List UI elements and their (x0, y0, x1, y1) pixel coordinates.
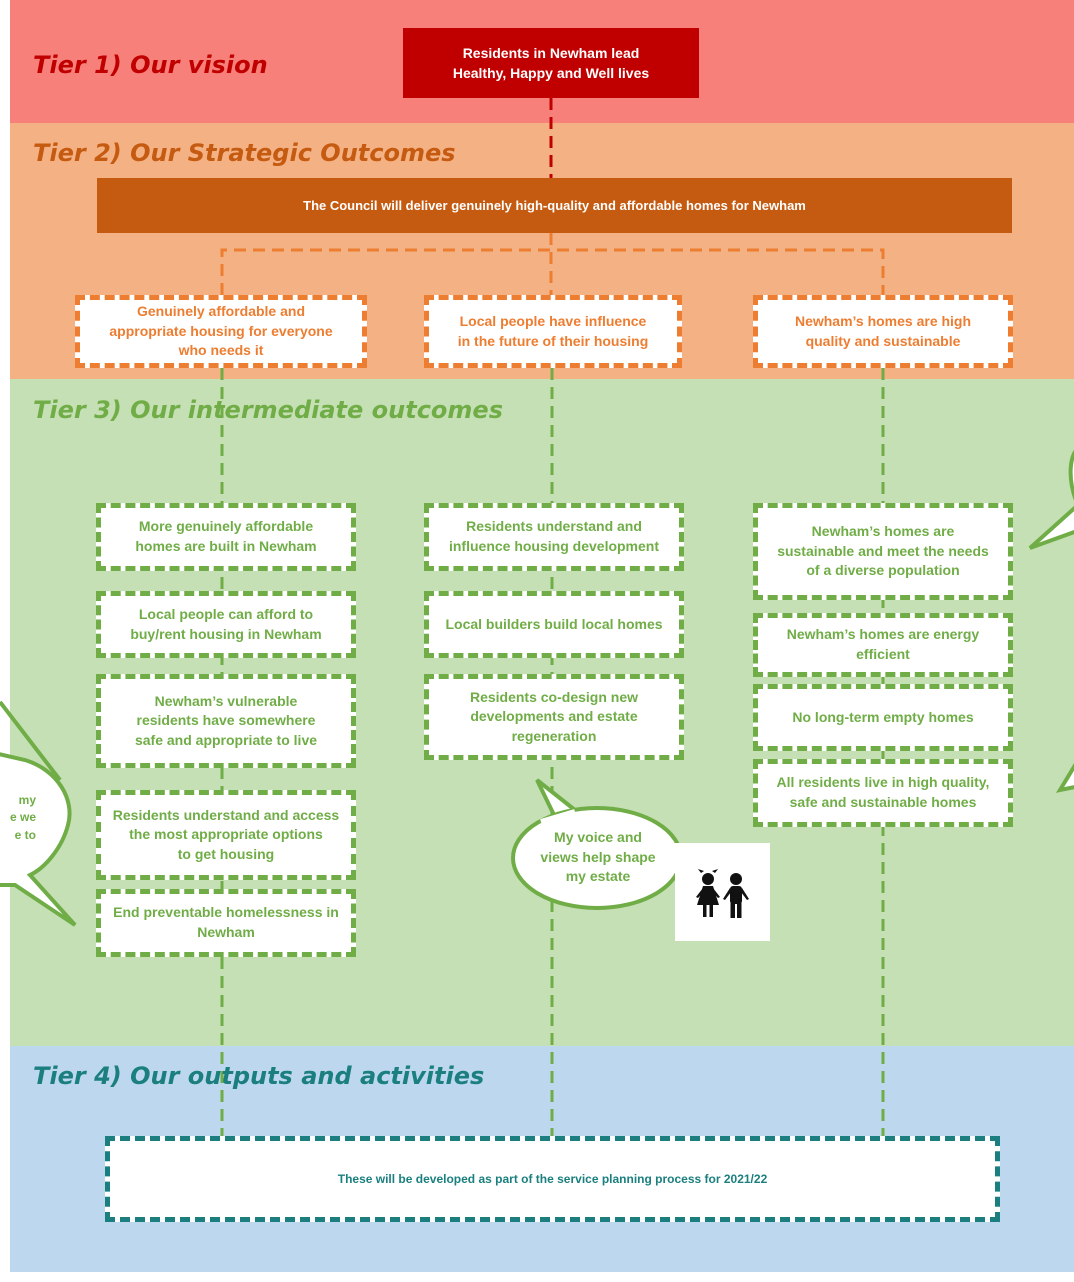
tier1-title: Tier 1) Our vision (33, 51, 268, 79)
left-bubble-text: my e we e to (0, 792, 36, 844)
center-bubble-tail (535, 778, 582, 818)
box-line: Residents understand and (466, 518, 642, 535)
tier3-col2-box-2: Local builders build local homes (424, 591, 684, 658)
tier3-col3-box-4: All residents live in high quality, safe… (753, 759, 1013, 827)
box-line: Local builders build local homes (445, 615, 663, 632)
box-line: residents have somewhere (136, 712, 316, 729)
center-bubble-text: My voice and views help shape my estate (528, 828, 668, 887)
tier3-col1-box-3: Newham’s vulnerable residents have somew… (96, 674, 356, 768)
tier4-text: These will be developed as part of the s… (337, 1171, 768, 1186)
tier2-title: Tier 2) Our Strategic Outcomes (33, 139, 456, 167)
box-line: safe and appropriate to live (134, 731, 318, 748)
box-line: sustainable and meet the needs (777, 542, 989, 559)
box-line: Newham’s homes are energy (786, 626, 980, 643)
bubble-line: my (18, 793, 36, 807)
box-line: of a diverse population (806, 562, 960, 579)
bubble-line: e to (14, 827, 36, 842)
box-line: who needs it (178, 342, 264, 359)
box-line: regeneration (511, 727, 597, 744)
box-line: the most appropriate options (129, 826, 323, 843)
bubble-line: e we (9, 810, 36, 825)
box-line: appropriate housing for everyone (109, 322, 333, 339)
children-icon (675, 843, 770, 941)
tier4-title: Tier 4) Our outputs and activities (33, 1062, 485, 1090)
tier2-box-high-quality-homes: Newham’s homes are high quality and sust… (753, 295, 1013, 368)
box-line: End preventable homelessness in (113, 904, 339, 921)
tier3-col2-box-3: Residents co-design new developments and… (424, 674, 684, 760)
box-line: influence housing development (448, 538, 660, 554)
box-line: Residents co-design new (469, 688, 639, 705)
bubble-line: my estate (565, 868, 631, 885)
box-line: to get housing (177, 845, 275, 862)
tier3-col3-box-1: Newham’s homes are sustainable and meet … (753, 503, 1013, 600)
tier3-col1-box-2: Local people can afford to buy/rent hous… (96, 591, 356, 658)
box-line: homes are built in Newham (135, 538, 317, 554)
tier3-col3-box-2: Newham’s homes are energy efficient (753, 613, 1013, 677)
box-line: Genuinely affordable and (136, 303, 305, 320)
left-speech-bubble (0, 752, 77, 927)
box-line: buy/rent housing in Newham (130, 625, 322, 642)
tier2-box-local-influence: Local people have influence in the futur… (424, 295, 682, 368)
box-line: Local people can afford to (138, 605, 314, 622)
box-line: Local people have influence (459, 312, 647, 329)
right-top-speech-bubble (1028, 450, 1074, 550)
box-line: All residents live in high quality, (776, 774, 990, 791)
box-line: Newham’s homes are (811, 523, 955, 540)
right-mid-speech-bubble (1055, 763, 1074, 793)
box-line: developments and estate (470, 708, 638, 725)
box-line: Newham’s vulnerable (154, 692, 298, 709)
box-line: Newham (197, 924, 255, 940)
vision-line-1: Residents in Newham lead (462, 44, 640, 61)
box-line: quality and sustainable (805, 332, 961, 349)
tier4-service-planning-box: These will be developed as part of the s… (105, 1136, 1000, 1222)
tier3-col2-box-1: Residents understand and influence housi… (424, 503, 684, 571)
bubble-line: My voice and (554, 829, 642, 845)
tier3-title: Tier 3) Our intermediate outcomes (33, 396, 503, 424)
box-line: in the future of their housing (457, 332, 649, 349)
tier3-col1-box-1: More genuinely affordable homes are buil… (96, 503, 356, 571)
vision-box: Residents in Newham lead Healthy, Happy … (403, 28, 699, 98)
box-line: No long-term empty homes (792, 708, 974, 725)
box-line: Residents understand and access (112, 806, 340, 823)
tier3-col1-box-5: End preventable homelessness in Newham (96, 889, 356, 957)
box-line: More genuinely affordable (138, 518, 314, 535)
tier2-connector-bar (220, 248, 885, 295)
tier3-col1-box-4: Residents understand and access the most… (96, 790, 356, 880)
box-line: efficient (856, 646, 910, 662)
tier2-box-affordable-housing: Genuinely affordable and appropriate hou… (75, 295, 367, 368)
box-line: Newham’s homes are high (794, 312, 972, 329)
bubble-line: views help shape (540, 848, 656, 865)
tier3-col3-box-3: No long-term empty homes (753, 684, 1013, 751)
left-bubble-tail-top (0, 700, 62, 782)
strategic-outcome-box: The Council will deliver genuinely high-… (97, 178, 1012, 233)
vision-line-2: Healthy, Happy and Well lives (452, 65, 650, 81)
strategic-outcome-text: The Council will deliver genuinely high-… (303, 198, 806, 213)
box-line: safe and sustainable homes (789, 794, 977, 810)
